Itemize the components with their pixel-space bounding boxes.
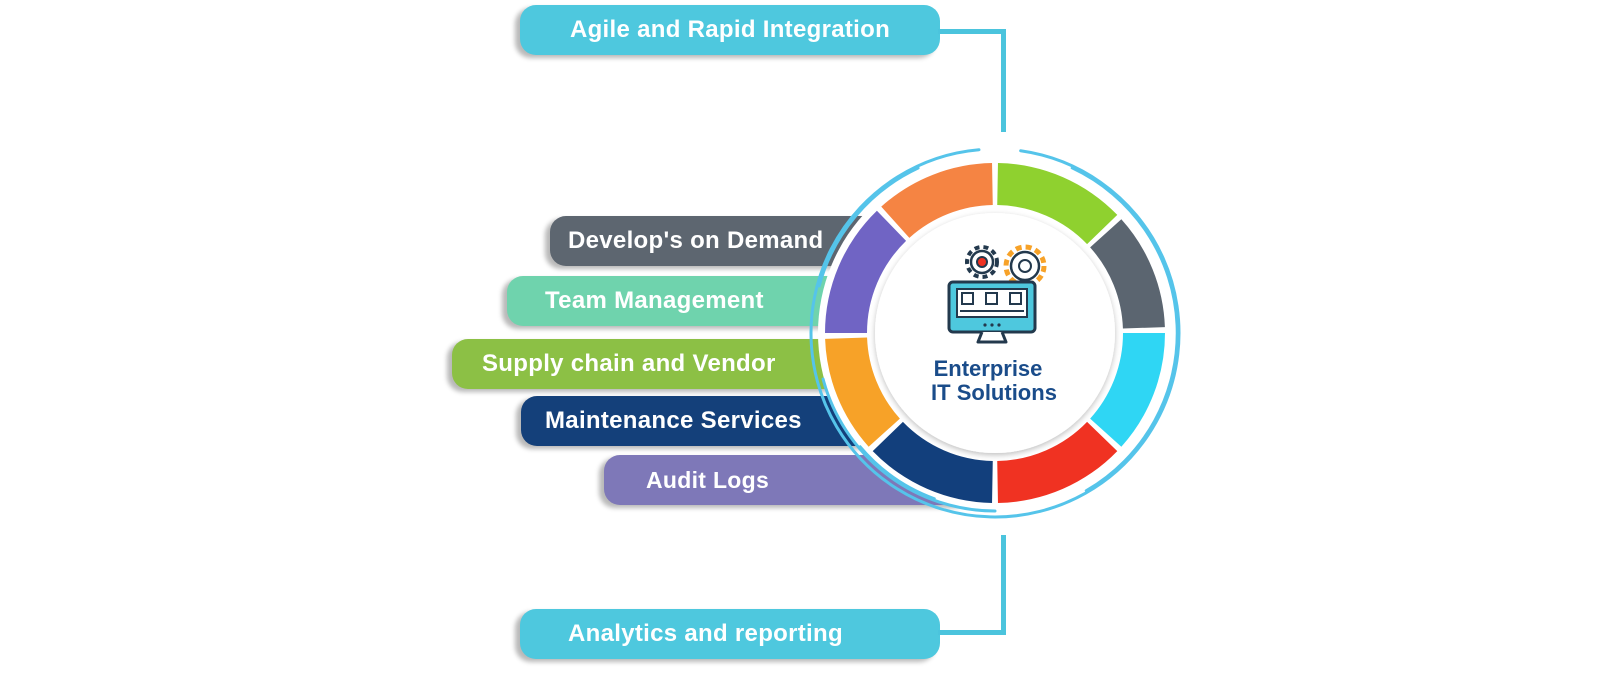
- center-title-line2: IT Solutions: [931, 380, 1057, 405]
- agile-integration-label: Agile and Rapid Integration: [569, 16, 891, 43]
- ring-segment-purple: [825, 210, 907, 333]
- analytics-reporting-label: Analytics and reporting: [568, 620, 843, 647]
- develops-on-demand-label: Develop's on Demand: [568, 227, 824, 254]
- bottom-connector-h: [938, 630, 1006, 635]
- ring-segment-gray: [1090, 219, 1165, 329]
- top-connector-v: [1001, 29, 1006, 132]
- outer-arc-4: [859, 445, 936, 500]
- ring-segment-amber: [825, 337, 900, 447]
- outer-arc-0: [809, 148, 1181, 519]
- maintenance-services-label: Maintenance Services: [545, 407, 802, 434]
- ring-segment-navy: [872, 421, 993, 503]
- ring-segment-cyan: [1090, 333, 1165, 447]
- outer-arc-3: [817, 166, 920, 288]
- outer-arc-2: [821, 377, 997, 513]
- outer-arc-1: [1070, 166, 1179, 492]
- team-management-label: Team Management: [545, 287, 764, 314]
- ring-segment-green: [997, 163, 1118, 245]
- supply-chain-vendor-label: Supply chain and Vendor: [482, 350, 776, 377]
- outer-arcs: [809, 148, 1181, 519]
- center-title-line1: Enterprise: [934, 356, 1043, 381]
- ring-segments: [825, 163, 1165, 503]
- ring-segment-orange: [881, 163, 993, 238]
- bottom-connector-v: [1001, 535, 1006, 635]
- audit-logs-label: Audit Logs: [646, 466, 770, 493]
- monitor-gears-icon: [947, 244, 1047, 344]
- analytics-reporting-box: Analytics and reporting: [520, 609, 940, 659]
- ring-segment-red: [997, 421, 1118, 503]
- agile-integration-box: Agile and Rapid Integration: [520, 5, 940, 55]
- top-connector-h: [938, 29, 1006, 34]
